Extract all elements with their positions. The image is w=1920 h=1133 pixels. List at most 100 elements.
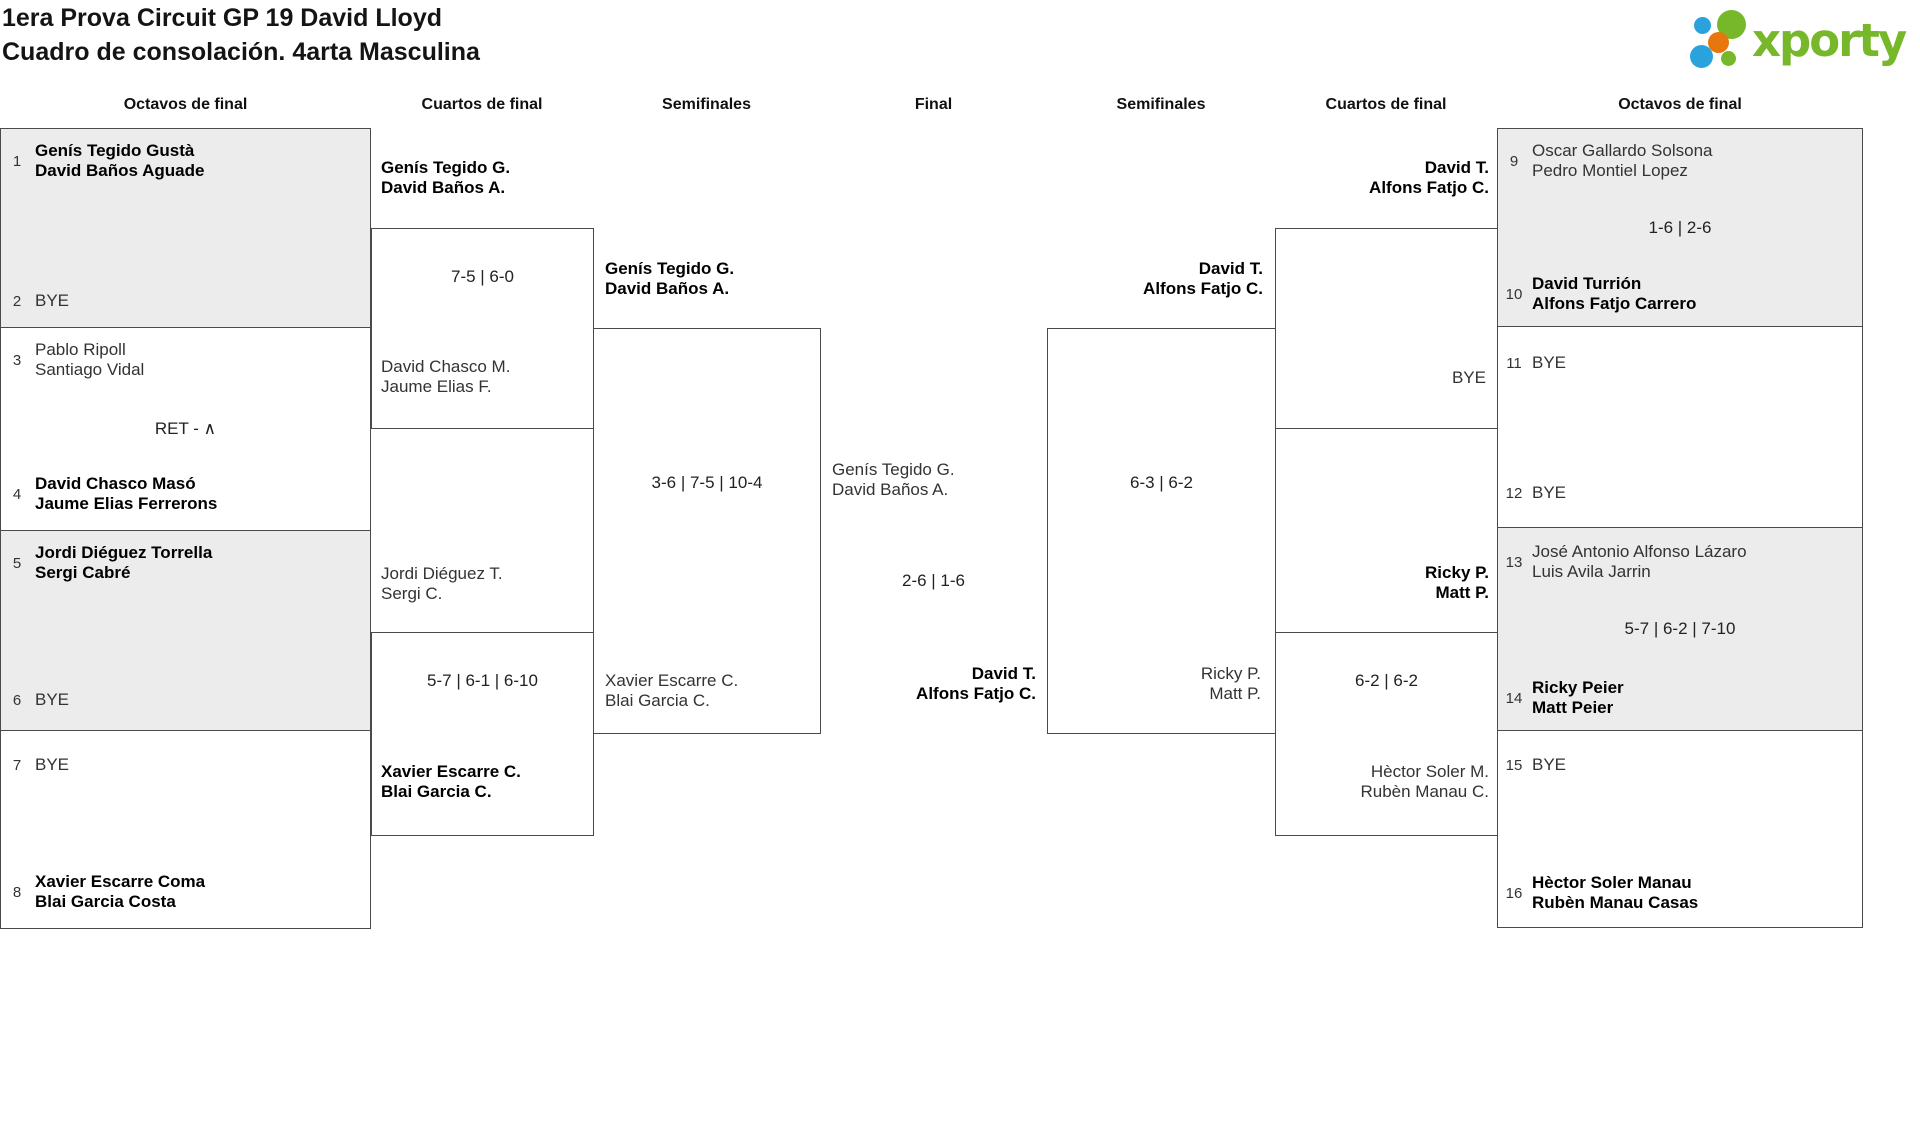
match-score: 6-2 | 6-2	[1354, 671, 1418, 690]
seed-number: 3	[12, 351, 22, 369]
seed-number: 5	[12, 554, 22, 572]
brand-name: xporty	[1752, 14, 1907, 67]
qf-right-bye: BYE	[1451, 368, 1486, 387]
logo-dot-icon	[1708, 32, 1729, 53]
round-header-cuartos-left: Cuartos de final	[421, 96, 543, 113]
seed-number: 12	[1505, 484, 1523, 502]
qf-left-loser-1: David Chasco M.Jaume Elias F.	[381, 357, 511, 396]
retirement-note: RET - ∧	[154, 419, 217, 438]
match-score: 5-7 | 6-2 | 7-10	[1624, 619, 1736, 638]
round-header-semis-left: Semifinales	[662, 96, 751, 113]
qf-right-loser-2: Hèctor Soler M.Rubèn Manau C.	[1360, 762, 1489, 801]
title-line-1: 1era Prova Circuit GP 19 David Lloyd	[2, 4, 442, 32]
qf-left-winner-1: Genís Tegido G.David Baños A.	[381, 158, 511, 197]
seed-number: 10	[1505, 285, 1523, 303]
seed-number: 7	[12, 756, 22, 774]
match-score: 7-5 | 6-0	[450, 267, 514, 286]
seed-number: 1	[12, 152, 22, 170]
seed-number: 8	[12, 883, 22, 901]
bye-entry: 6 BYE	[7, 690, 364, 710]
team-name: BYE	[1532, 353, 1567, 372]
round-header-final: Final	[914, 96, 953, 113]
match-score: 1-6 | 2-6	[1648, 217, 1712, 237]
team-name: BYE	[35, 755, 70, 774]
seed-number: 11	[1506, 354, 1522, 372]
match-box-qf-right-1	[1275, 228, 1498, 429]
bye-entry: 2 BYE	[7, 291, 364, 311]
team-name: BYE	[1532, 483, 1567, 502]
final-winner: David T.Alfons Fatjo C.	[916, 664, 1036, 703]
seed-number: 6	[12, 691, 22, 709]
logo-dot-icon	[1721, 51, 1736, 66]
seed-number: 9	[1509, 152, 1519, 170]
match-box-qf-left-2	[371, 632, 594, 836]
team-name: BYE	[35, 690, 70, 709]
bye-entry: 12 BYE	[1504, 483, 1856, 503]
seed-number: 4	[12, 485, 22, 503]
seed-number: 16	[1505, 884, 1523, 902]
match-box-sf-left	[593, 328, 821, 734]
round-header-octavos-left: Octavos de final	[123, 96, 248, 113]
round-header-cuartos-right: Cuartos de final	[1325, 96, 1447, 113]
title-line-2: Cuadro de consolación. 4arta Masculina	[2, 38, 480, 66]
team-name: BYE	[1532, 755, 1567, 774]
xporty-logo[interactable]: xporty	[1690, 4, 1918, 86]
seed-number: 2	[12, 292, 22, 310]
seed-number: 15	[1505, 756, 1523, 774]
sf-left-loser: Xavier Escarre C.Blai Garcia C.	[605, 671, 739, 710]
logo-dot-icon	[1694, 17, 1711, 34]
logo-dot-icon	[1690, 45, 1713, 68]
bye-entry: 11 BYE	[1504, 353, 1856, 373]
match-box-qf-right-2	[1275, 632, 1498, 836]
final-team-top: Genís Tegido G.David Baños A.	[832, 460, 955, 499]
sf-right-loser: Ricky P.Matt P.	[1200, 664, 1261, 703]
match-score: 3-6 | 7-5 | 10-4	[651, 473, 763, 492]
round-header-semis-right: Semifinales	[1116, 96, 1206, 113]
round-header-octavos-right: Octavos de final	[1618, 96, 1742, 113]
qf-left-top-2: Jordi Diéguez T.Sergi C.	[381, 564, 503, 603]
sf-right-winner: David T.Alfons Fatjo C.	[1143, 259, 1263, 298]
match-score: 6-3 | 6-2	[1129, 473, 1193, 492]
qf-left-winner-2: Xavier Escarre C.Blai Garcia C.	[381, 762, 521, 801]
qf-right-winner-1: David T.Alfons Fatjo C.	[1369, 158, 1489, 197]
qf-right-winner-2: Ricky P.Matt P.	[1425, 563, 1489, 602]
page-title: 1era Prova Circuit GP 19 David Lloyd Cua…	[2, 1, 480, 69]
match-score: 5-7 | 6-1 | 6-10	[427, 671, 538, 690]
seed-number: 13	[1505, 553, 1523, 571]
final-score: 2-6 | 1-6	[901, 571, 965, 590]
match-box-qf-left-1	[371, 228, 594, 429]
match-box-oct-right-2: 11 BYE 12 BYE	[1497, 326, 1863, 528]
seed-number: 14	[1505, 689, 1523, 707]
sf-left-winner: Genís Tegido G.David Baños A.	[605, 259, 735, 298]
bye-entry: 7 BYE	[7, 755, 364, 775]
team-name: BYE	[35, 291, 70, 310]
match-box-sf-right	[1047, 328, 1276, 734]
bye-entry: 15 BYE	[1504, 755, 1856, 775]
